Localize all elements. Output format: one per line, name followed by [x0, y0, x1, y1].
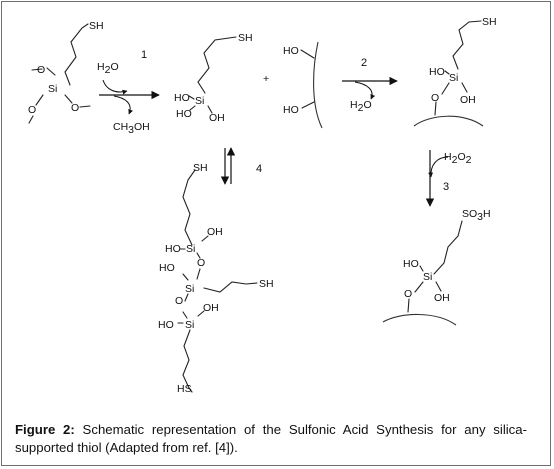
hydroxyl-label-d1: HO	[429, 66, 445, 78]
bond-f-1	[201, 235, 209, 242]
water-label-1: H2O	[97, 61, 119, 76]
bond-b-1	[188, 95, 195, 100]
peroxide-label: H2O2	[444, 151, 472, 166]
step-3-label: 3	[443, 181, 449, 193]
bond-f-8	[197, 310, 205, 317]
hydroxyl-label-b2: HO	[176, 108, 192, 120]
sulfonic-acid-label: SO3H	[462, 208, 491, 223]
caption-text: Schematic representation of the Sulfonic…	[15, 422, 528, 455]
bond-e-2	[414, 281, 424, 293]
oxygen-label-f1: O	[197, 257, 205, 269]
surface-bound-sulfonic-acid: SO3H HO Si O OH	[382, 208, 491, 326]
thiol-label-b: SH	[238, 32, 253, 44]
silicon-label-b: Si	[195, 95, 204, 107]
curved-arrow-out-2	[354, 81, 376, 100]
silica-surface-3	[382, 313, 457, 326]
bond-e-3	[435, 281, 442, 292]
oxygen-label-f2: O	[175, 295, 183, 307]
silanetriol-thiol: SH HO Si HO OH	[174, 32, 253, 124]
hydroxyl-label-f2: HO	[165, 243, 181, 255]
thiol-label-a: SH	[89, 20, 104, 32]
curved-arrow-out-1	[113, 95, 133, 115]
plus-sign: +	[263, 73, 269, 85]
silicon-label-f3: Si	[185, 319, 194, 331]
step-2-label: 2	[361, 57, 367, 69]
thiol-label-d: SH	[482, 16, 497, 28]
bond-a-3	[64, 94, 73, 104]
bond-e-anchor	[407, 298, 410, 313]
bond-d-3	[461, 82, 468, 93]
hydroxyl-label-e2: OH	[434, 292, 450, 304]
bond-f-5	[182, 273, 189, 281]
propyl-chain-d	[452, 20, 482, 70]
hydroxyl-label-b1: HO	[174, 92, 190, 104]
step-4-label: 4	[256, 163, 262, 175]
step-1-label: 1	[141, 49, 147, 61]
propyl-chain-e	[433, 220, 463, 275]
silicon-label-f1: Si	[186, 243, 195, 255]
step-4-arrow-group: 4	[220, 147, 262, 185]
oxygen-label-a2: O	[28, 104, 36, 116]
bond-a-1	[46, 67, 56, 76]
hydroxyl-label-b3: OH	[209, 112, 225, 124]
step-2-arrow-group: 2 H2O	[342, 57, 398, 114]
bond-f-6	[184, 293, 189, 302]
silicon-label-d: Si	[449, 72, 458, 84]
surface-bound-thiol: SH HO Si O OH	[413, 16, 497, 127]
siloxane-oligomer: SH OH HO Si O HO Si SH O OH HO Si HS	[158, 162, 274, 395]
bond-e-1	[419, 265, 424, 272]
propyl-chain-a	[64, 23, 89, 86]
thiol-label-f2: SH	[259, 278, 274, 290]
bond-f-3	[196, 252, 201, 259]
middle-chain	[203, 281, 258, 293]
bottom-chain	[182, 329, 193, 393]
trimethoxysilane-thiol: SH O Si O O	[28, 20, 104, 124]
bond-a-2	[35, 94, 44, 106]
bond-d-anchor	[434, 101, 437, 116]
bond-f-4	[196, 268, 201, 280]
oxygen-label-a3: O	[71, 102, 79, 114]
silicon-label-e: Si	[423, 271, 432, 283]
thiol-label-f3: HS	[177, 383, 192, 395]
bond-c-2	[301, 101, 315, 109]
bond-b-3	[207, 105, 213, 114]
oxygen-label-d: O	[431, 92, 439, 104]
silicon-label-f2: Si	[185, 283, 194, 295]
water-label-2: H2O	[350, 99, 372, 114]
silica-surface-1	[313, 41, 323, 129]
hydroxyl-label-c1: HO	[283, 45, 299, 57]
oxygen-label-e: O	[404, 288, 412, 300]
curved-arrow-in-3	[428, 156, 449, 178]
hydroxyl-label-f1: OH	[207, 226, 223, 238]
bond-f-7	[182, 311, 188, 319]
hydroxyl-label-c2: HO	[283, 104, 299, 116]
methanol-label: CH3OH	[113, 121, 150, 136]
silica-surface-2	[413, 115, 484, 127]
methyl-a-3	[79, 105, 91, 108]
silica-surface-silanols: HO HO	[283, 41, 323, 129]
bond-d-2	[441, 82, 450, 95]
methyl-a-1	[31, 68, 43, 71]
step-3-arrow-group: H2O2 3	[425, 150, 472, 207]
hydroxyl-label-d2: OH	[460, 94, 476, 106]
silicon-label-a: Si	[48, 83, 57, 95]
propyl-chain-b	[197, 36, 237, 94]
hydroxyl-label-f3: HO	[159, 262, 175, 274]
caption-label: Figure 2:	[15, 422, 75, 437]
bond-d-1	[444, 70, 450, 75]
top-chain	[182, 169, 196, 246]
bond-b-2	[189, 105, 196, 111]
thiol-label-f1: SH	[193, 162, 208, 174]
bond-c-1	[300, 49, 315, 59]
hydroxyl-label-f5: HO	[158, 319, 174, 331]
curved-arrow-in-1	[102, 79, 128, 95]
oxygen-label-a1: O	[37, 64, 45, 76]
figure-caption: Figure 2: Schematic representation of th…	[15, 421, 527, 456]
methyl-a-2	[28, 115, 34, 124]
hydroxyl-label-f4: OH	[203, 302, 219, 314]
hydroxyl-label-e1: HO	[403, 258, 419, 270]
step-1-arrow-group: H2O 1 CH3OH	[97, 49, 160, 136]
